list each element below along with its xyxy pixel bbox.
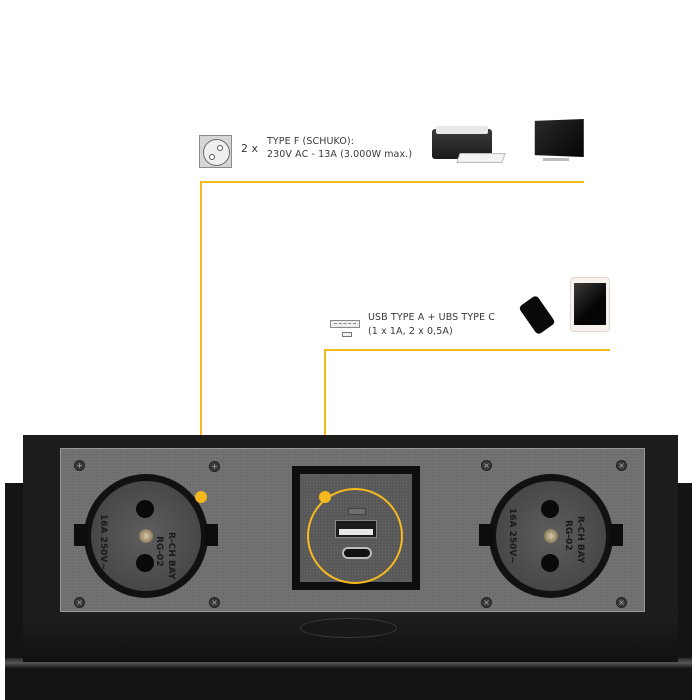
screw-icon: × xyxy=(481,460,492,471)
usb-port-icon xyxy=(330,320,360,340)
usb-callout-dot xyxy=(319,491,331,503)
left-schuko-socket: R-CH BAY RG-02 16A 250V~ xyxy=(74,474,218,598)
socket-rating-mark: 16A 250V~ xyxy=(98,514,108,570)
smartphone-icon xyxy=(518,294,556,336)
tv-stand xyxy=(543,158,569,161)
screw-icon: + xyxy=(74,460,85,471)
right-schuko-socket: R-CH BAY RG-02 16A 250V~ xyxy=(479,474,623,598)
screw-icon: × xyxy=(616,597,627,608)
screw-icon: + xyxy=(209,461,220,472)
usb-callout-line-v xyxy=(324,349,326,497)
screw-icon: × xyxy=(74,597,85,608)
schuko-callout-dot xyxy=(195,491,207,503)
schuko-callout-line-v xyxy=(200,181,202,497)
lid-grip xyxy=(300,618,397,638)
usb-spec-rating: (1 x 1A, 2 x 0,5A) xyxy=(368,326,453,337)
usb-highlight-ring xyxy=(307,488,403,584)
socket-model-mark: RG-02 xyxy=(563,520,573,551)
socket-brand-mark: R-CH BAY xyxy=(575,516,585,564)
screw-icon: × xyxy=(481,597,492,608)
schuko-socket-icon xyxy=(199,135,232,168)
socket-brand-mark: R-CH BAY xyxy=(166,532,176,580)
usb-spec-title: USB TYPE A + UBS TYPE C xyxy=(368,312,496,323)
schuko-callout-line-h xyxy=(200,181,584,183)
screw-icon: × xyxy=(209,597,220,608)
socket-model-mark: RG-02 xyxy=(154,536,164,567)
usb-callout-line-h xyxy=(324,349,610,351)
tablet-icon xyxy=(570,277,610,332)
screw-icon: × xyxy=(616,460,627,471)
printer-icon xyxy=(430,123,506,165)
schuko-spec-rating: 230V AC - 13A (3.000W max.) xyxy=(267,149,413,160)
schuko-quantity: 2 x xyxy=(241,142,259,155)
tv-icon xyxy=(534,119,584,157)
socket-rating-mark: 16A 250V~ xyxy=(507,508,517,564)
schuko-spec-title: TYPE F (SCHUKO): xyxy=(267,136,355,147)
